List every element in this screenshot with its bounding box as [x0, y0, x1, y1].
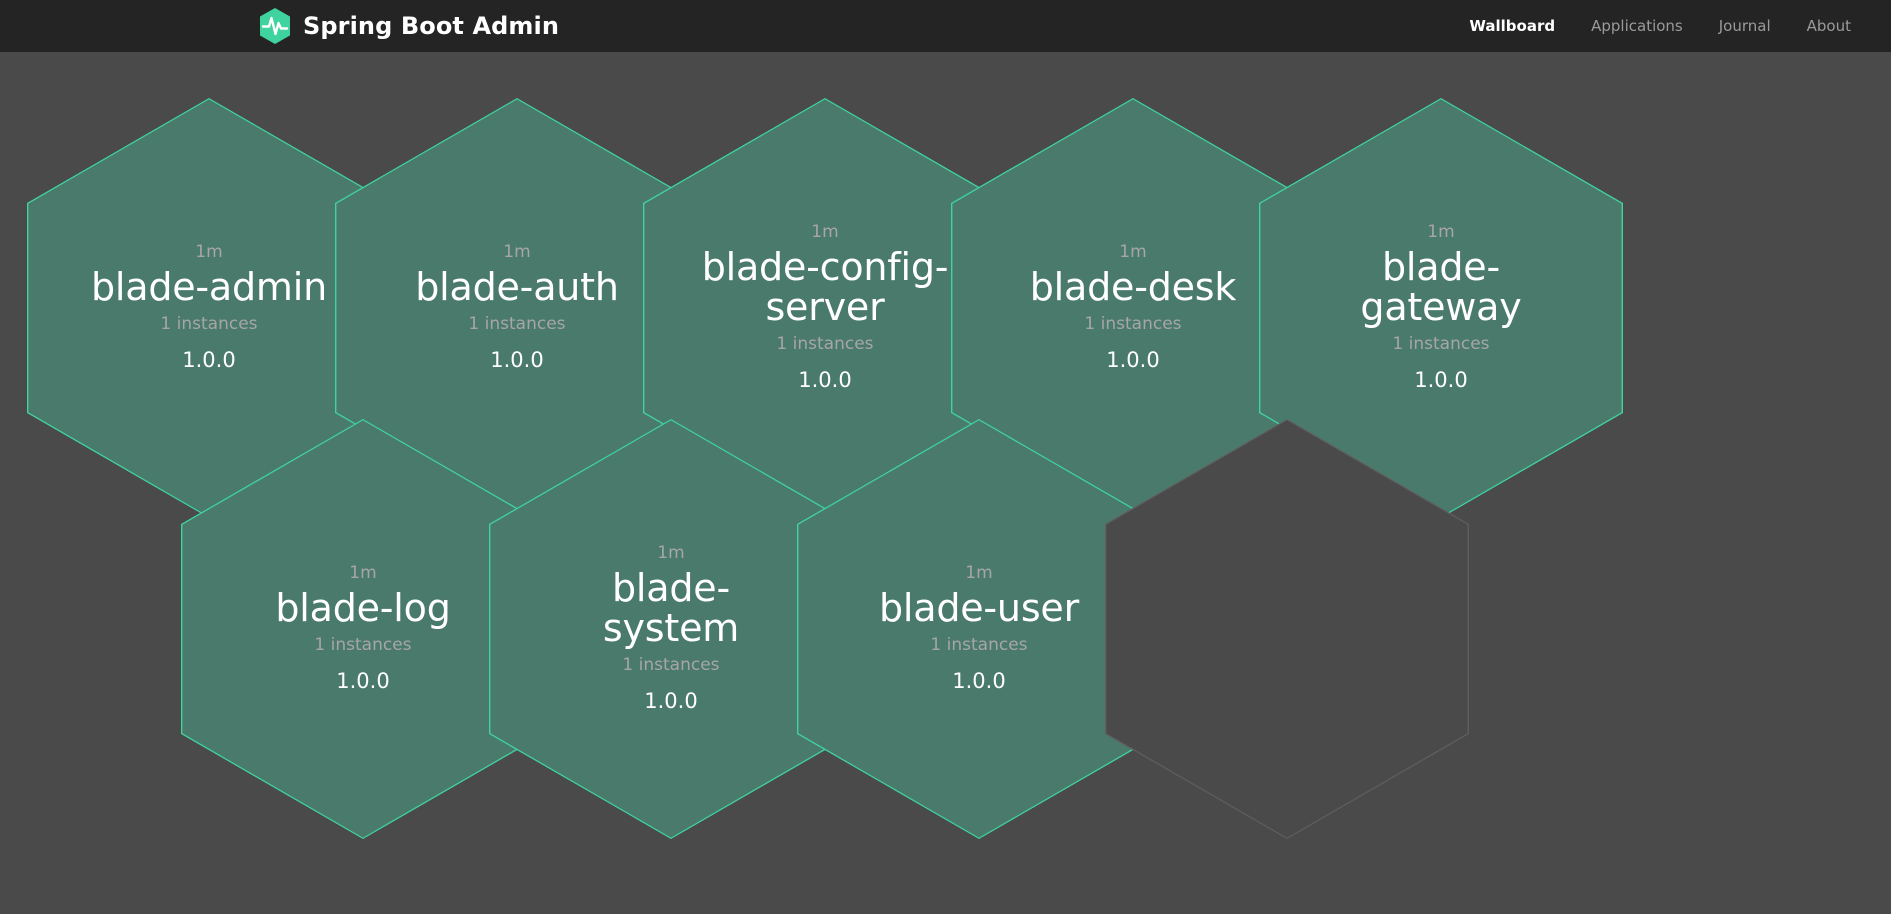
application-hexagon-blade-user[interactable]: 1m blade-user 1 instances 1.0.0	[797, 419, 1161, 839]
hex-app-name: blade-desk	[1029, 265, 1237, 310]
hex-version: 1.0.0	[798, 368, 852, 393]
hex-version: 1.0.0	[182, 347, 236, 372]
nav-link-about[interactable]: About	[1806, 17, 1851, 35]
hex-instances: 1 instances	[1084, 313, 1182, 334]
hex-uptime: 1m	[1119, 241, 1147, 262]
hex-instances: 1 instances	[1392, 334, 1490, 355]
hex-instances: 1 instances	[622, 655, 720, 676]
brand-title: Spring Boot Admin	[303, 12, 560, 40]
hex-uptime: 1m	[1427, 221, 1455, 242]
hex-uptime: 1m	[503, 241, 531, 262]
hex-uptime: 1m	[811, 221, 839, 242]
hex-version: 1.0.0	[952, 668, 1006, 693]
hex-app-name: blade-system	[602, 565, 740, 651]
hex-uptime: 1m	[195, 241, 223, 262]
hex-app-name: blade-admin	[90, 265, 327, 310]
hex-instances: 1 instances	[930, 634, 1028, 655]
hex-instances: 1 instances	[160, 313, 258, 334]
hex-instances: 1 instances	[468, 313, 566, 334]
brand-link[interactable]: Spring Boot Admin	[258, 7, 559, 45]
hex-app-name: blade-user	[878, 586, 1080, 631]
hex-app-name: blade-auth	[415, 265, 619, 310]
hex-uptime: 1m	[657, 542, 685, 563]
nav-link-journal[interactable]: Journal	[1718, 17, 1771, 35]
application-hexagon-blade-system[interactable]: 1m blade-system 1 instances 1.0.0	[489, 419, 853, 839]
hex-version: 1.0.0	[336, 668, 390, 693]
hex-version: 1.0.0	[1414, 368, 1468, 393]
top-navbar: Spring Boot Admin Wallboard Applications…	[0, 0, 1891, 52]
hex-version: 1.0.0	[1106, 347, 1160, 372]
wallboard-grid: 1m blade-admin 1 instances 1.0.0 1m blad…	[0, 52, 1891, 914]
hex-uptime: 1m	[965, 562, 993, 583]
hex-uptime: 1m	[349, 562, 377, 583]
hex-app-name: blade-log	[275, 586, 451, 631]
nav-links: Wallboard Applications Journal About	[1469, 17, 1851, 35]
hex-version: 1.0.0	[490, 347, 544, 372]
hex-app-name: blade-config-server	[701, 244, 949, 330]
heartbeat-hexagon-icon	[260, 8, 290, 44]
hex-app-name: blade-gateway	[1360, 244, 1522, 330]
hex-instances: 1 instances	[314, 634, 412, 655]
hex-instances: 1 instances	[776, 334, 874, 355]
empty-hexagon-placeholder	[1105, 419, 1469, 839]
nav-link-applications[interactable]: Applications	[1591, 17, 1683, 35]
nav-link-wallboard[interactable]: Wallboard	[1469, 17, 1556, 35]
hex-version: 1.0.0	[644, 689, 698, 714]
